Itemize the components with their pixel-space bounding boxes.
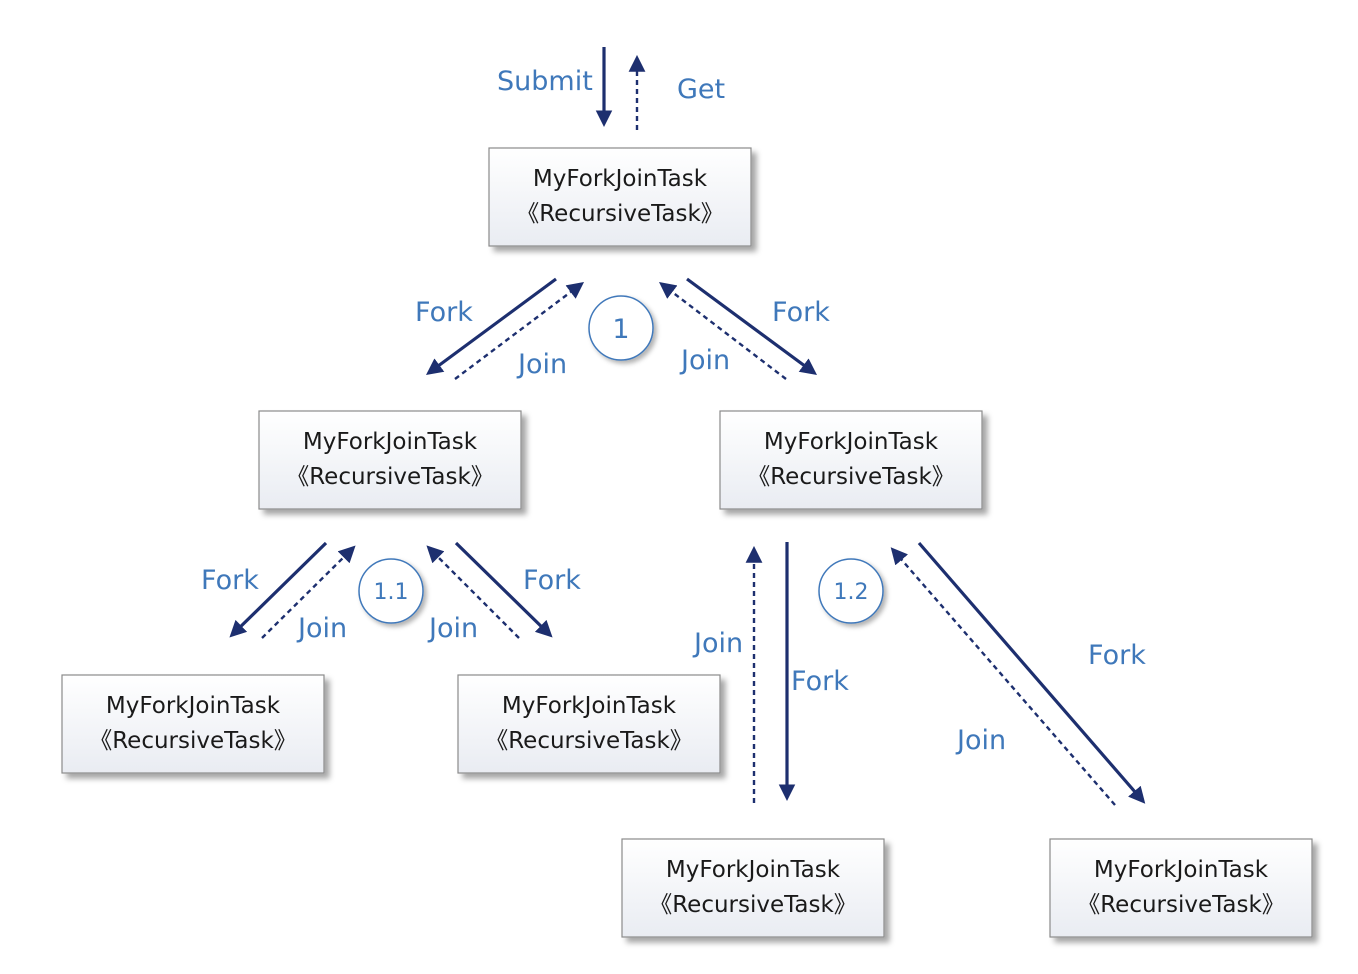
fork-label-right-rightleft: Fork: [791, 666, 849, 697]
fork-label-left-leftleft: Fork: [201, 565, 259, 596]
task-box-right: MyForkJoinTask 《RecursiveTask》: [719, 410, 983, 510]
get-label: Get: [677, 74, 725, 105]
step-badge-label: 1: [612, 314, 629, 345]
task-name: MyForkJoinTask: [666, 857, 841, 883]
task-type: 《RecursiveTask》: [1077, 892, 1285, 918]
task-type: 《RecursiveTask》: [516, 201, 724, 227]
join-label-right-rightright: Join: [955, 725, 1006, 756]
join-arrow-right-root: [658, 281, 787, 380]
step-badge-1: 1: [588, 295, 654, 361]
task-name: MyForkJoinTask: [303, 429, 478, 455]
task-type: 《RecursiveTask》: [89, 728, 297, 754]
join-label-root-left: Join: [516, 349, 567, 380]
step-badge-1-1: 1.1: [358, 558, 424, 624]
task-box-left-left: MyForkJoinTask 《RecursiveTask》: [61, 674, 325, 774]
task-name: MyForkJoinTask: [764, 429, 939, 455]
step-badge-label: 1.2: [834, 580, 869, 605]
task-box-left-right: MyForkJoinTask 《RecursiveTask》: [457, 674, 721, 774]
task-type: 《RecursiveTask》: [485, 728, 693, 754]
fork-label-root-right: Fork: [772, 297, 830, 328]
step-badge-label: 1.1: [374, 580, 409, 605]
task-name: MyForkJoinTask: [1094, 857, 1269, 883]
task-type: 《RecursiveTask》: [649, 892, 857, 918]
fork-label-left-leftright: Fork: [523, 565, 581, 596]
task-name: MyForkJoinTask: [106, 693, 281, 719]
fork-label-right-rightright: Fork: [1088, 640, 1146, 671]
join-label-left-leftright: Join: [427, 613, 478, 644]
task-box-right-right: MyForkJoinTask 《RecursiveTask》: [1049, 838, 1313, 938]
fork-arrow-root-left: [425, 277, 557, 375]
task-name: MyForkJoinTask: [533, 166, 708, 192]
join-arrow-left-root: [454, 281, 585, 380]
task-box-left: MyForkJoinTask 《RecursiveTask》: [258, 410, 522, 510]
fork-label-root-left: Fork: [415, 297, 473, 328]
task-box-root: MyForkJoinTask 《RecursiveTask》: [488, 147, 752, 247]
fork-arrow-right-rightright: [917, 541, 1146, 804]
task-box-right-left: MyForkJoinTask 《RecursiveTask》: [621, 838, 885, 938]
task-type: 《RecursiveTask》: [286, 464, 494, 490]
join-label-root-right: Join: [679, 345, 730, 376]
join-label-right-rightleft: Join: [692, 628, 743, 659]
join-arrow-rightright-right: [890, 547, 1116, 806]
task-name: MyForkJoinTask: [502, 693, 677, 719]
fork-arrow-root-right: [686, 277, 818, 375]
join-label-left-leftleft: Join: [296, 613, 347, 644]
step-badge-1-2: 1.2: [818, 558, 884, 624]
join-arrow-leftleft-left: [261, 545, 356, 639]
fork-arrow-left-leftleft: [229, 541, 328, 638]
fork-arrow-left-leftright: [454, 541, 553, 638]
join-arrow-leftright-left: [426, 545, 520, 639]
submit-label: Submit: [497, 66, 593, 97]
task-type: 《RecursiveTask》: [747, 464, 955, 490]
